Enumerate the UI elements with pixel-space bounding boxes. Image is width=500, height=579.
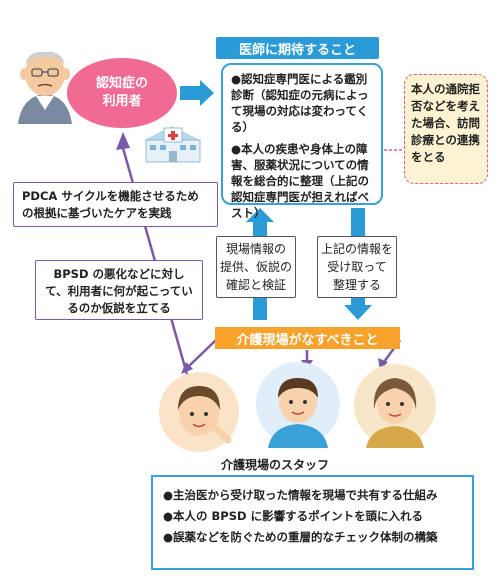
arrow-to-doctor (180, 80, 214, 106)
doctor-item-1: ●認知症専門医による鑑別診断（認知症の元病によって現場の対応は変わってくる） (231, 72, 369, 134)
organize-info-line2: 受け取って (327, 260, 387, 274)
staff-member-1-illustration (159, 372, 239, 452)
staff-member-2-illustration (256, 362, 340, 448)
user-label-line2: 利用者 (102, 94, 142, 109)
user-bubble: 認知症の 利用者 (67, 58, 177, 128)
pdca-box: PDCA サイクルを機能させるための根拠に基づいたケアを実践 (13, 182, 218, 227)
purple-arrow-left (187, 339, 217, 368)
care-task-item: ●本人の BPSD に影響するポイントを頭に入れる (163, 509, 424, 523)
care-task-item: ●誤薬などを防ぐための重層的なチェック体制の構築 (163, 530, 438, 544)
elderly-user-illustration (18, 51, 72, 124)
staff-label: 介護現場のスタッフ (220, 458, 329, 472)
organize-info-box: 上記の情報を 受け取って 整理する (317, 236, 397, 298)
doctor-item-2: ●本人の疾患や身体上の障害、服薬状況についての情報を総合的に整理（上記の認知症専… (231, 142, 369, 220)
bpsd-hypothesis-box: BPSD の悪化などに対して、利用者に何が起こっているのか仮説を立てる (35, 260, 203, 320)
care-tasks-header: 介護現場がなすべきこと (215, 327, 400, 349)
field-info-line1: 現場情報の (225, 242, 286, 256)
doctor-expectations-header: 医師に期待すること (216, 37, 379, 59)
staff-member-3-illustration (354, 364, 436, 448)
user-label-line1: 認知症の (95, 76, 148, 91)
organize-info-line1: 上記の情報を (320, 242, 393, 256)
care-tasks-box: ●主治医から受け取った情報を現場で共有する仕組み ●本人の BPSD に影響する… (151, 475, 474, 570)
field-info-line2: 提供、仮説の (219, 260, 292, 274)
hospital-illustration (144, 126, 201, 163)
organize-info-line3: 整理する (332, 278, 381, 292)
field-info-box: 現場情報の 提供、仮説の 確認と検証 (216, 236, 296, 298)
doctor-expectations-box: ●認知症専門医による鑑別診断（認知症の元病によって現場の対応は変わってくる） ●… (221, 63, 383, 220)
purple-arrowhead (116, 132, 130, 150)
home-visit-note: 本人の通院拒否などを考えた場合、訪問診療との連携をとる (404, 74, 488, 184)
care-task-item: ●主治医から受け取った情報を現場で共有する仕組み (163, 488, 438, 502)
field-info-line3: 確認と検証 (225, 278, 286, 292)
